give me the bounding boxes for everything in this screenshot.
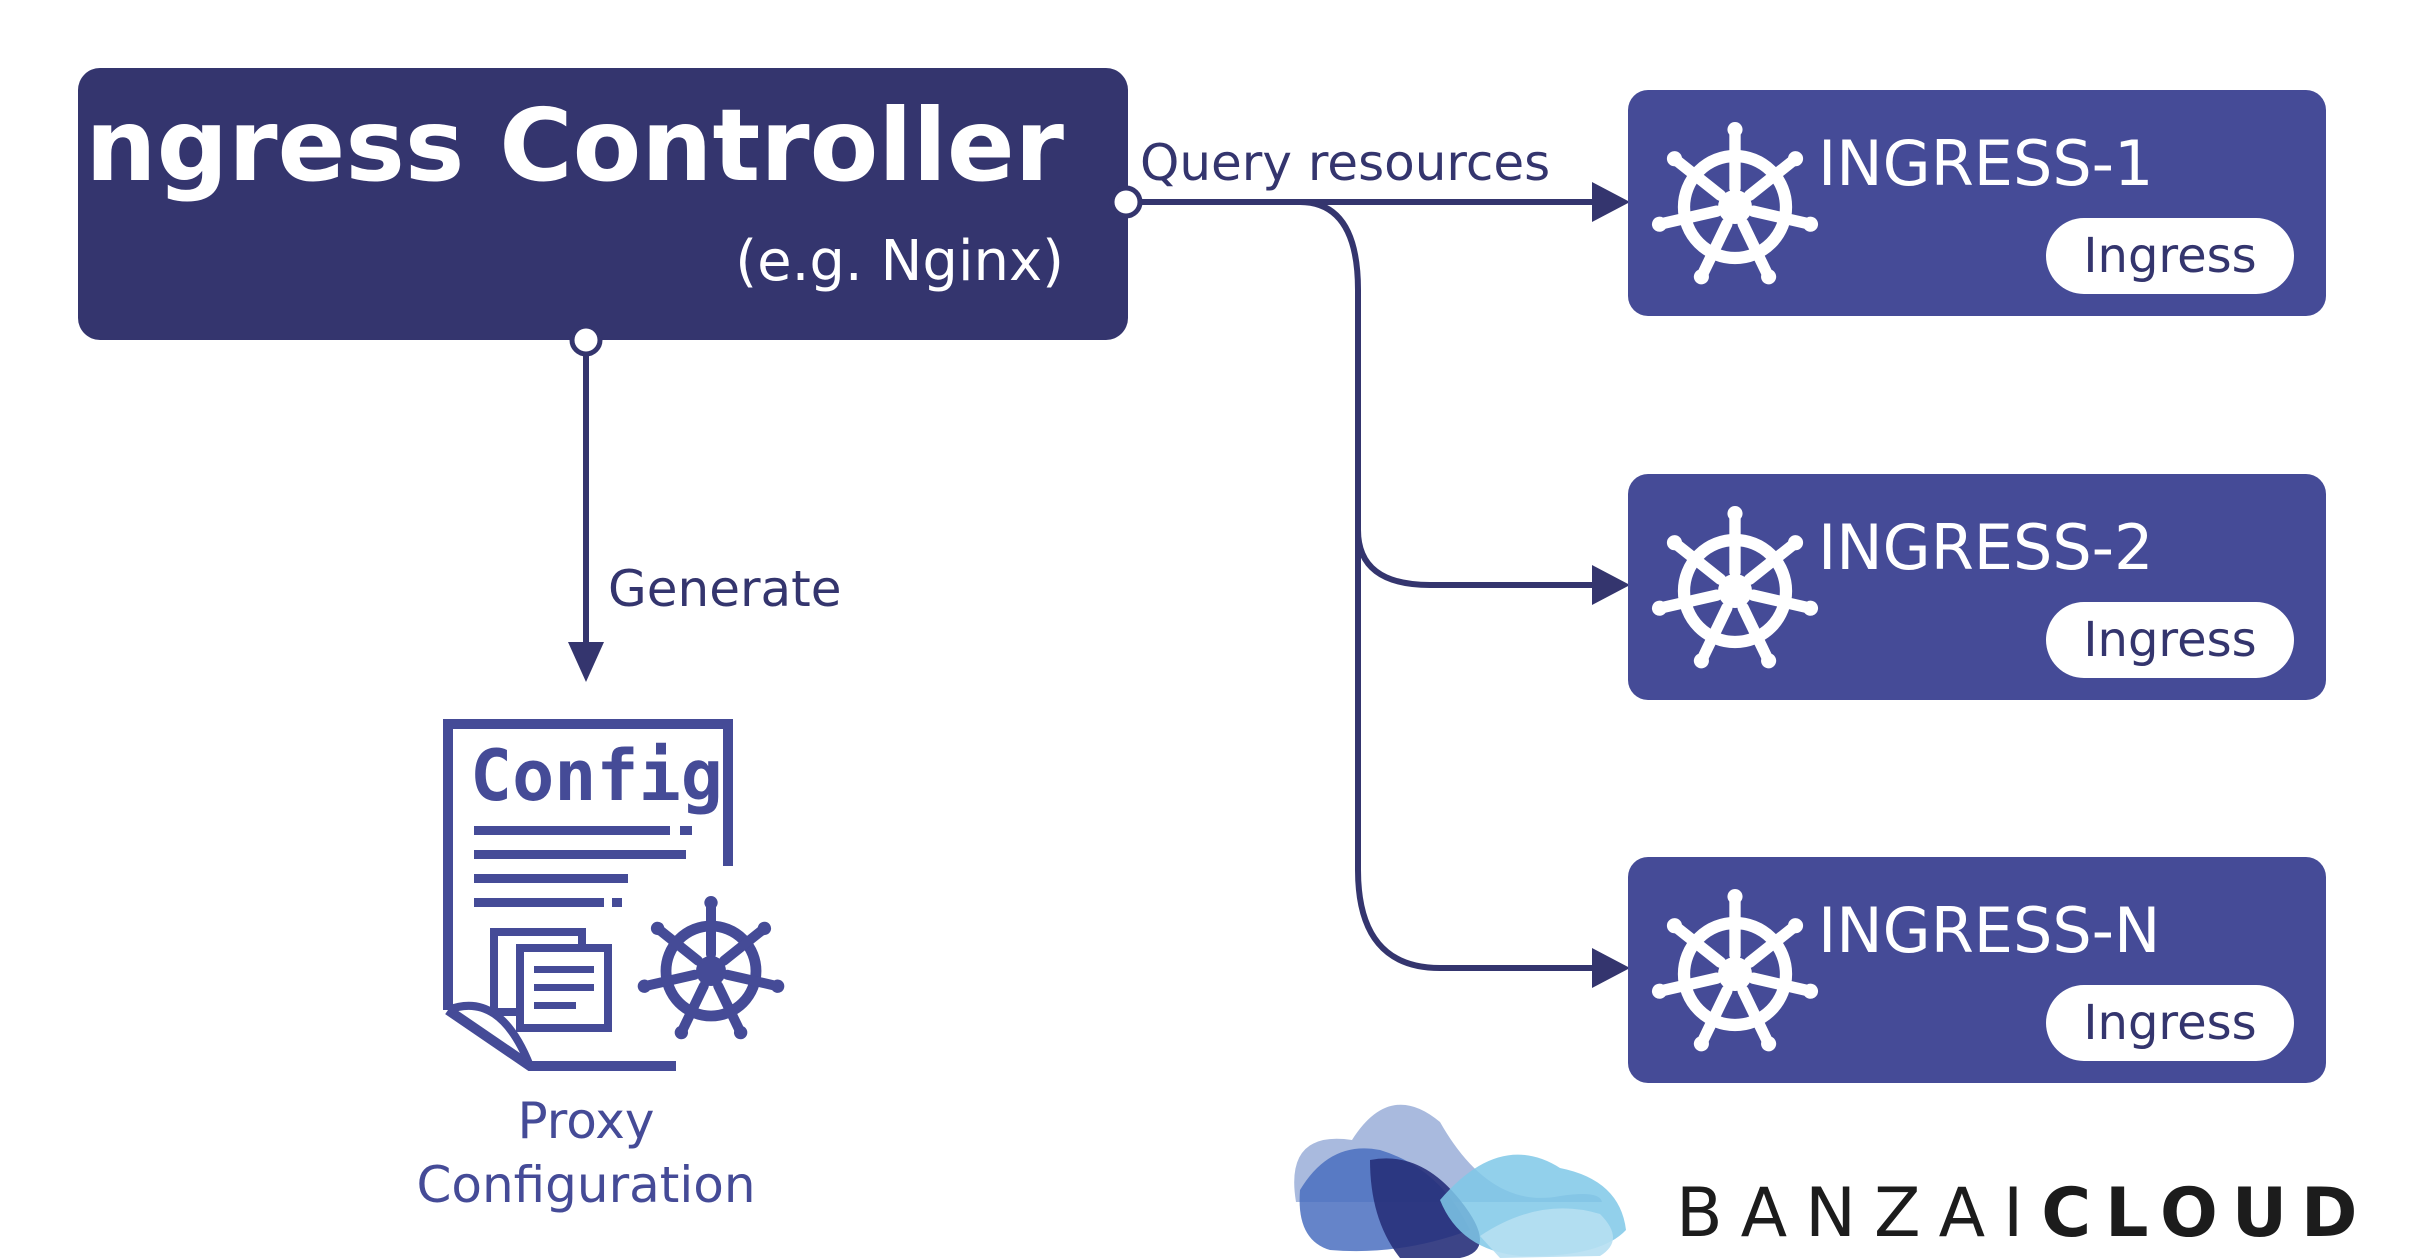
edges bbox=[568, 182, 1630, 988]
controller-subtitle: (e.g. Nginx) bbox=[735, 229, 1064, 294]
ingress-controller-box bbox=[78, 68, 1128, 340]
banzai-cloud-logo-icon bbox=[1294, 1104, 1626, 1258]
ingress-badge-label: Ingress bbox=[2083, 228, 2256, 284]
config-caption-line2: Configuration bbox=[416, 1156, 755, 1214]
ingress-badge-label: Ingress bbox=[2083, 612, 2256, 668]
arrowhead-config bbox=[568, 642, 604, 682]
edge-query-ingress-2 bbox=[1297, 199, 1603, 588]
controller-title: Ingress Controller bbox=[48, 87, 1064, 204]
config-caption-line1: Proxy bbox=[518, 1092, 655, 1150]
ingress-name: INGRESS-2 bbox=[1818, 511, 2154, 584]
controller-output-port-bottom bbox=[569, 323, 603, 357]
generate-label: Generate bbox=[608, 560, 842, 618]
ingress-node-1: INGRESS-1 Ingress bbox=[1628, 90, 2326, 316]
ingress-badge bbox=[2046, 985, 2294, 1061]
ingress-name: INGRESS-1 bbox=[1818, 127, 2154, 200]
ingress-node-n: INGRESS-N Ingress bbox=[1628, 857, 2326, 1083]
config-document-icon: Config bbox=[443, 719, 786, 1071]
config-doc-title: Config bbox=[470, 735, 723, 817]
arrowhead-ingress-2 bbox=[1592, 565, 1630, 605]
ingress-badge bbox=[2046, 602, 2294, 678]
ingress-name: INGRESS-N bbox=[1818, 894, 2160, 967]
ingress-badge bbox=[2046, 218, 2294, 294]
ingress-controller-node: Ingress Controller (e.g. Nginx) bbox=[48, 68, 1128, 340]
kubernetes-helm-small-icon bbox=[636, 896, 785, 1041]
query-resources-label: Query resources bbox=[1140, 134, 1550, 192]
arrowhead-ingress-n bbox=[1592, 948, 1630, 988]
edge-query-ingress-n bbox=[1355, 517, 1603, 971]
ingress-badge-label: Ingress bbox=[2083, 995, 2256, 1051]
ingress-node-2: INGRESS-2 Ingress bbox=[1628, 474, 2326, 700]
arrowhead-ingress-1 bbox=[1592, 182, 1630, 222]
logo-wordmark: BANZAICLOUD bbox=[1676, 1174, 2371, 1253]
controller-output-port-right bbox=[1109, 185, 1143, 219]
